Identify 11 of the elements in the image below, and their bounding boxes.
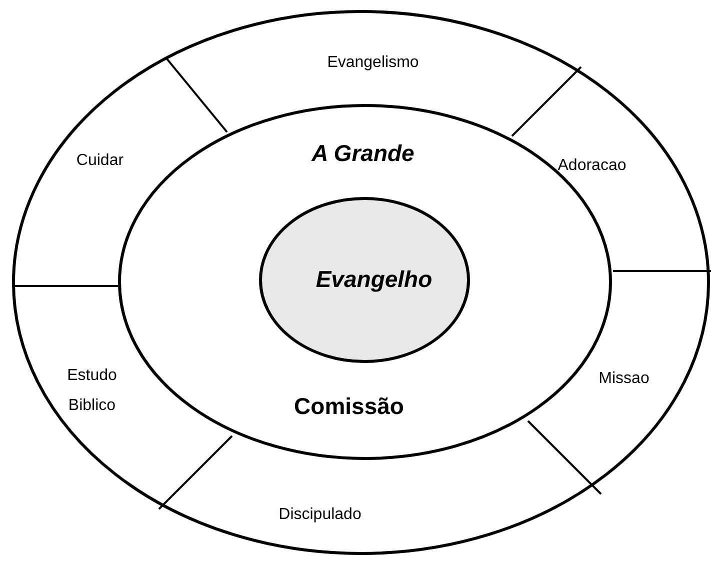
center-text: Evangelho <box>316 266 432 293</box>
center-ellipse <box>259 197 470 363</box>
segment-label: Missao <box>598 369 650 389</box>
segment-label: Evangelismo <box>326 53 420 73</box>
outer-ring <box>12 10 710 555</box>
segment-label: Adoracao <box>556 156 628 176</box>
segment-label: Estudo Biblico <box>66 366 118 416</box>
segment-label: Cuidar <box>75 151 125 171</box>
segment-label: Discipulado <box>278 505 362 525</box>
title-text: A Grande <box>312 140 414 167</box>
title-text: Comissão <box>294 393 404 420</box>
